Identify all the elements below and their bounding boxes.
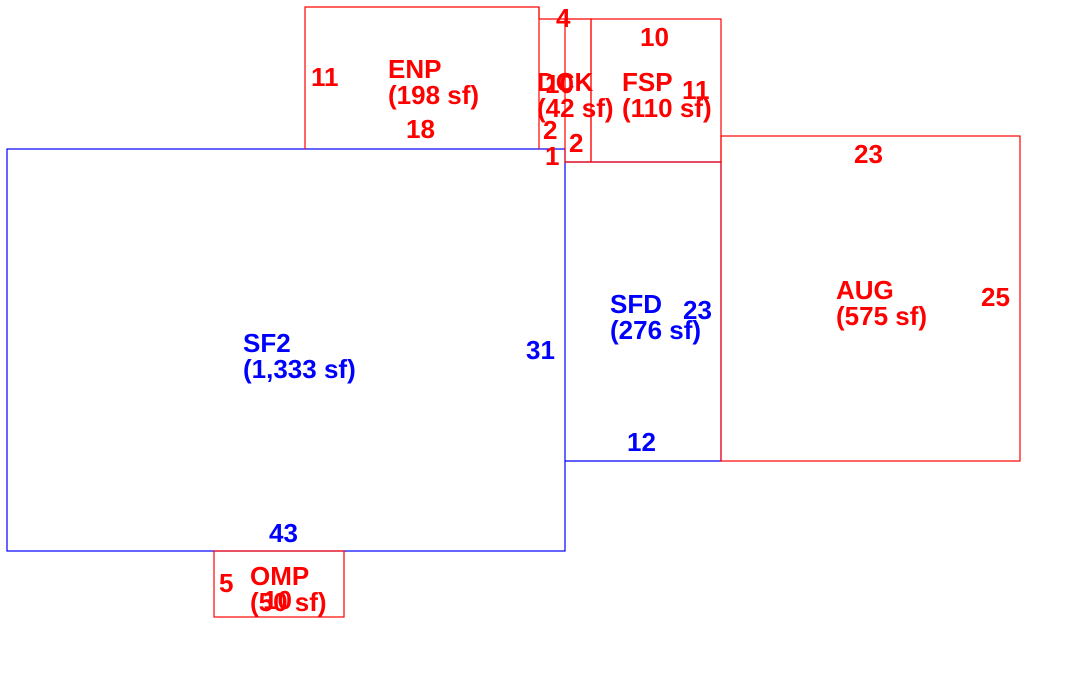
omp-dim-left: 5 — [219, 568, 233, 598]
aug-area: AUG (575 sf) 23 25 — [836, 139, 1010, 331]
dck-dim-inner-left: 2 — [543, 115, 557, 145]
fsp-dim-right: 11 — [682, 75, 710, 105]
aug-dim-top: 23 — [854, 139, 883, 169]
fsp-area: FSP (110 sf) 10 11 — [622, 22, 712, 123]
aug-code: AUG — [836, 275, 894, 305]
dck-code: DCK — [537, 67, 594, 97]
area-outlines — [6, 6, 1021, 618]
fsp-area-text: (110 sf) — [622, 93, 712, 123]
omp-area-text: (50 sf) — [250, 587, 327, 617]
enp-dim-left: 11 — [311, 62, 339, 92]
enp-area-text: (198 sf) — [388, 80, 479, 110]
enp-dim-bottom: 18 — [406, 114, 435, 144]
sfd-area-text: (276 sf) — [610, 315, 701, 345]
dck-dim-side: 10 — [545, 69, 574, 99]
dck-area-text: (42 sf) — [537, 93, 614, 123]
sfd-code: SFD — [610, 289, 662, 319]
aug-area-text: (575 sf) — [836, 301, 927, 331]
omp-dim-bottom: 10 — [263, 585, 292, 615]
aug-outline — [720, 135, 1021, 462]
sf2-code: SF2 — [243, 328, 291, 358]
dck-dim-inner-right: 2 — [569, 128, 583, 158]
sfd-area: SFD (276 sf) 12 23 — [610, 289, 712, 457]
enp-area: ENP (198 sf) 11 18 — [311, 54, 479, 144]
fsp-dim-top: 10 — [640, 22, 669, 52]
omp-area: OMP (50 sf) 5 10 — [219, 561, 327, 617]
fsp-code: FSP — [622, 67, 673, 97]
dck-dim-step: 1 — [545, 141, 559, 171]
sf2-area-text: (1,333 sf) — [243, 354, 356, 384]
enp-code: ENP — [388, 54, 441, 84]
sf2-area: SF2 (1,333 sf) 43 31 — [243, 328, 555, 548]
sfd-dim-bottom: 12 — [627, 427, 656, 457]
omp-code: OMP — [250, 561, 309, 591]
dck-area: DCK (42 sf) 4 10 2 1 2 — [537, 3, 614, 171]
sfd-dim-right: 23 — [683, 295, 712, 325]
sf2-dim-bottom: 43 — [269, 518, 298, 548]
dck-dim-top: 4 — [556, 3, 571, 33]
fsp-outline — [590, 18, 722, 163]
enp-outline — [304, 6, 540, 149]
sf2-dim-right: 31 — [526, 335, 555, 365]
aug-dim-right: 25 — [981, 282, 1010, 312]
dck-outline — [539, 18, 592, 163]
omp-outline — [213, 550, 345, 618]
